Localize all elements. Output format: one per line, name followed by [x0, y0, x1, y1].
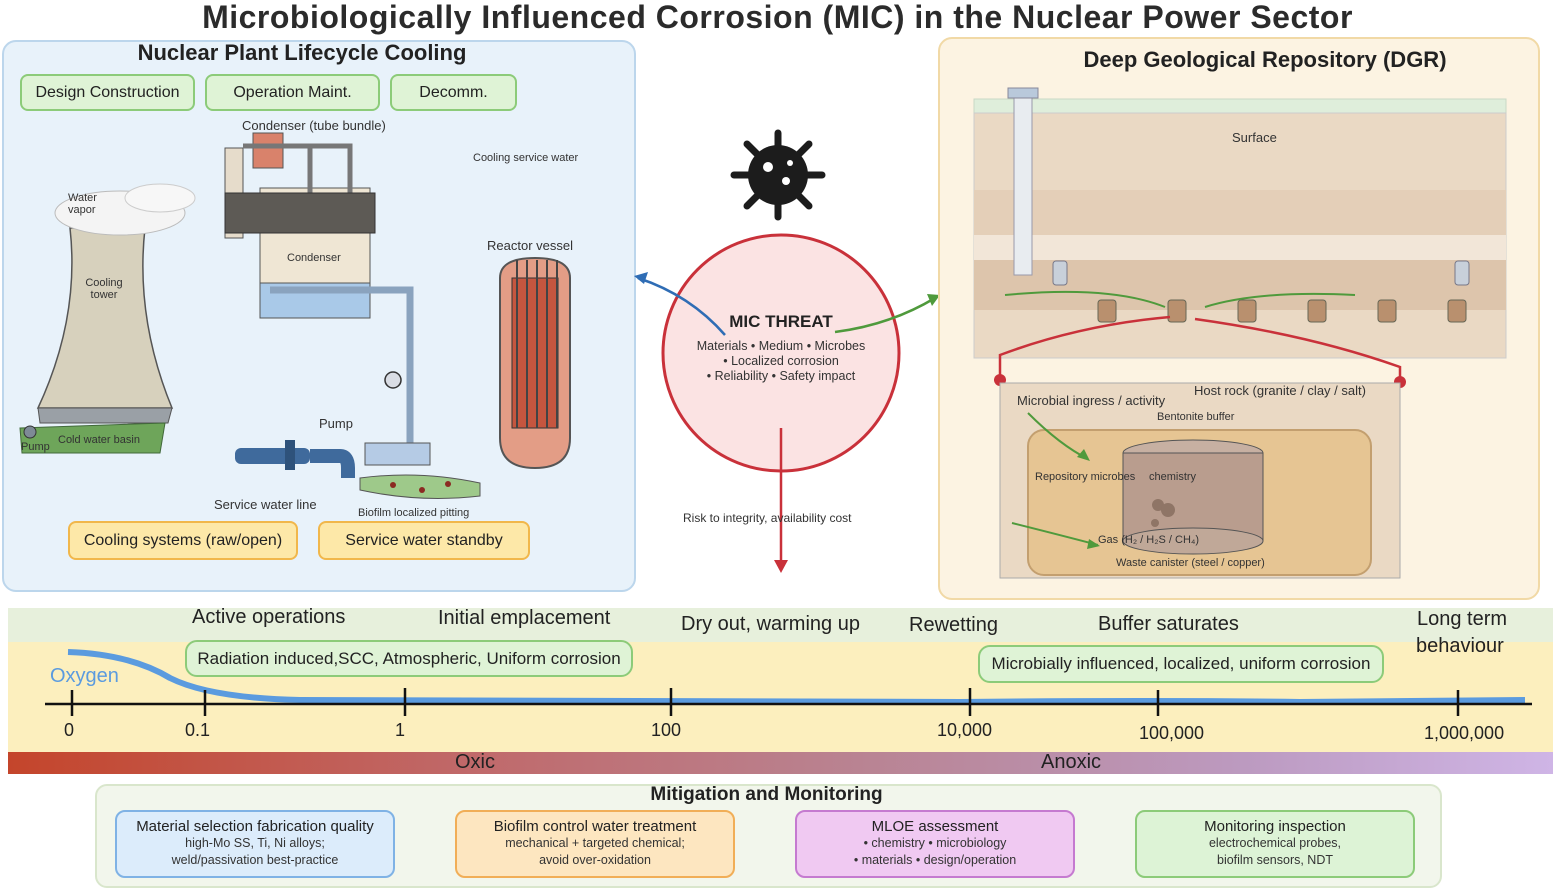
- mitigation-box-line: biofilm sensors, NDT: [1217, 853, 1333, 867]
- risk-label: Risk to integrity, availability cost: [683, 511, 852, 525]
- mitigation-box-line: mechanical + targeted chemical;: [505, 836, 685, 850]
- mitigation-box-line: • chemistry • microbiology: [863, 836, 1007, 850]
- mic-threat-line-2: • Localized corrosion: [723, 354, 839, 368]
- oxygen-label: Oxygen: [50, 665, 119, 687]
- tick-label-1000000: 1,000,000: [1424, 723, 1505, 743]
- phase-active-operations: Active operations: [192, 606, 346, 628]
- mic-threat-title: MIC THREAT: [729, 312, 833, 331]
- phase-initial-emplacement: Initial emplacement: [438, 607, 611, 629]
- oxic-anoxic-bar: [8, 752, 1553, 774]
- tick-label-0.1: 0.1: [185, 720, 211, 740]
- tick-label-100000: 100,000: [1139, 723, 1205, 743]
- main-title: Microbiologically Influenced Corrosion (…: [202, 0, 1353, 35]
- label-microbial-ingress: Microbial ingress / activity: [1017, 393, 1166, 408]
- label-reactor-vessel: Reactor vessel: [487, 238, 573, 253]
- label-surface: Surface: [1232, 130, 1277, 145]
- mitigation-mloe-assessment: MLOE assessment • chemistry • microbiolo…: [795, 810, 1075, 878]
- condenser-graphic: [224, 132, 414, 448]
- mitigation-material-selection: Material selection fabrication quality h…: [115, 810, 395, 878]
- label-cold-water-basin: Cold water basin: [58, 434, 140, 446]
- phase-decomm: Decomm.: [390, 74, 517, 111]
- mitigation-biofilm-control: Biofilm control water treatment mechanic…: [455, 810, 735, 878]
- mitigation-box-line: • materials • design/operation: [853, 853, 1017, 867]
- tick-label-10000: 10,000: [937, 720, 993, 740]
- mitigation-title: Mitigation and Monitoring: [650, 784, 883, 805]
- phase-buffer-saturates: Buffer saturates: [1098, 613, 1239, 635]
- cooling-tower-graphic: [19, 183, 196, 454]
- mitigation-box-title: Material selection fabrication quality: [136, 818, 374, 835]
- phase-dry-out: Dry out, warming up: [681, 613, 860, 635]
- phase-design-construction: Design Construction: [20, 74, 195, 111]
- label-condenser: Condenser: [287, 252, 341, 264]
- mitigation-box-title: Monitoring inspection: [1204, 818, 1346, 835]
- label-biofilm-pitting: Biofilm localized pitting: [358, 507, 470, 519]
- label-pump-bottom: Pump: [21, 441, 50, 453]
- mitigation-box-line: avoid over-oxidation: [539, 853, 651, 867]
- label-cooling-service-water: Cooling service water: [473, 152, 579, 164]
- left-panel-title: Nuclear Plant Lifecycle Cooling: [137, 40, 467, 65]
- right-panel-title: Deep Geological Repository (DGR): [1083, 47, 1447, 72]
- label-chemistry: chemistry: [1149, 471, 1197, 483]
- label-service-water-line: Service water line: [214, 497, 317, 512]
- cooling-system-illustration: [19, 132, 571, 499]
- oxic-label: Oxic: [455, 751, 495, 773]
- timeline-phase-band: [8, 608, 1553, 642]
- label-gas: Gas (H₂ / H₂S / CH₄): [1098, 534, 1200, 546]
- mic-threat-line-3: • Reliability • Safety impact: [706, 369, 856, 383]
- microbe-icon: [730, 129, 826, 221]
- arrow-to-dgr: [834, 296, 936, 334]
- phase-operation-maint: Operation Maint.: [205, 74, 380, 111]
- anoxic-label: Anoxic: [1041, 751, 1102, 773]
- label-cooling-tower: Cooling tower: [85, 277, 123, 301]
- mitigation-monitoring-inspection: Monitoring inspection electrochemical pr…: [1135, 810, 1415, 878]
- timeline-axis: [45, 649, 1532, 716]
- label-water-vapor: Water vapor: [68, 192, 97, 216]
- mitigation-box-line: weld/passivation best-practice: [171, 853, 339, 867]
- label-bentonite-buffer: Bentonite buffer: [1157, 411, 1235, 423]
- corrosion-late: Microbially influenced, localized, unifo…: [978, 645, 1384, 683]
- mitigation-box-line: electrochemical probes,: [1208, 836, 1341, 850]
- oxygen-curve: [67, 649, 1526, 706]
- phase-behaviour: behaviour: [1416, 635, 1504, 657]
- mic-threat-line-1: Materials • Medium • Microbes: [696, 339, 866, 353]
- phase-long-term: Long term: [1417, 608, 1508, 630]
- label-waste-canister: Waste canister (steel / copper): [1116, 557, 1265, 569]
- corrosion-early: Radiation induced,SCC, Atmospheric, Unif…: [185, 640, 633, 677]
- label-repository-microbes: Repository microbes: [1035, 471, 1136, 483]
- mitigation-box-title: MLOE assessment: [871, 818, 999, 835]
- tick-label-1: 1: [395, 720, 406, 740]
- tick-label-0: 0: [64, 720, 75, 740]
- phase-rewetting: Rewetting: [909, 614, 998, 636]
- label-condenser-bundle: Condenser (tube bundle): [242, 118, 386, 133]
- reactor-vessel-graphic: [499, 256, 571, 470]
- system-service-water-standby: Service water standby: [318, 521, 530, 560]
- mitigation-box-line: high-Mo SS, Ti, Ni alloys;: [185, 836, 325, 850]
- system-cooling-raw-open: Cooling systems (raw/open): [68, 521, 298, 560]
- tick-label-100: 100: [651, 720, 682, 740]
- mitigation-box-title: Biofilm control water treatment: [493, 818, 697, 835]
- service-water-graphic: [235, 440, 481, 499]
- label-host-rock: Host rock (granite / clay / salt): [1194, 383, 1366, 398]
- arrow-to-plant: [637, 276, 726, 336]
- label-pump-top: Pump: [319, 416, 353, 431]
- dgr-illustration: [973, 87, 1507, 579]
- mic-threat-graphic: [634, 129, 940, 573]
